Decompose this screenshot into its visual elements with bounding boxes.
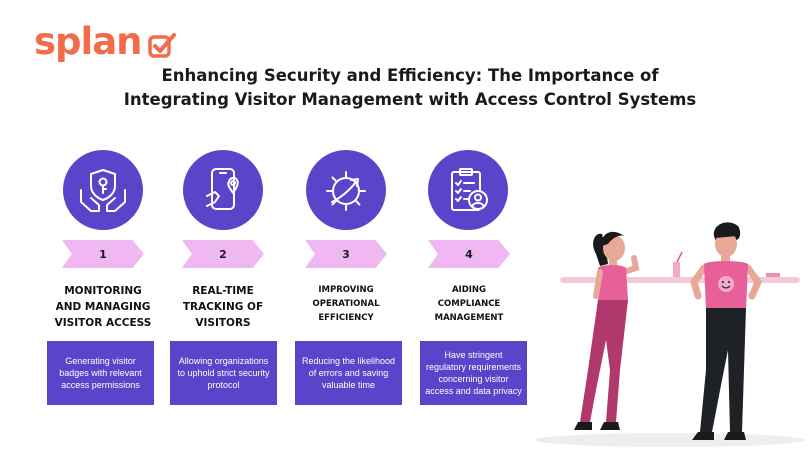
step-2-description-box: Allowing organizations to uphold strict … (170, 341, 277, 405)
step-1-heading-line: VISITOR ACCESS (54, 317, 152, 329)
step-3-number: 3 (342, 247, 350, 261)
step-1-heading-line: MONITORING (64, 285, 142, 297)
checkbox-check-icon (147, 32, 176, 58)
step-3-description: Reducing the likelihood of errors and sa… (301, 356, 396, 390)
step-4-icon-circle (428, 150, 508, 230)
title-line-1: Enhancing Security and Efficiency: The I… (161, 66, 659, 85)
floor-shadow (535, 433, 805, 447)
step-2-icon-circle (183, 150, 263, 230)
step-1-description: Generating visitor badges with relevant … (59, 356, 142, 390)
step-3-number-arrow: 3 (305, 240, 387, 268)
step-3-heading-line: OPERATIONAL (312, 299, 380, 309)
brand-name: splan (34, 20, 142, 63)
step-1-number-arrow: 1 (62, 240, 144, 268)
drink-glass (673, 262, 680, 277)
step-4-description: Have stringent regulatory requirements c… (425, 350, 522, 396)
woman-figure (574, 231, 640, 430)
step-4-heading-line: COMPLIANCE (437, 299, 501, 309)
step-1-description-box: Generating visitor badges with relevant … (47, 341, 154, 405)
step-1-number: 1 (99, 247, 107, 261)
step-3-description-box: Reducing the likelihood of errors and sa… (295, 341, 402, 405)
step-2-heading: REAL-TIME TRACKING OF VISITORS (158, 283, 288, 331)
shield-key-hands-icon (80, 169, 126, 212)
step-2-description: Allowing organizations to uphold strict … (177, 356, 270, 390)
step-4-heading-line: AIDING (451, 285, 487, 295)
step-3-icon-circle (306, 150, 386, 230)
step-2-heading-line: REAL-TIME (192, 285, 254, 297)
step-2-number: 2 (219, 247, 227, 261)
step-4-number-arrow: 4 (428, 240, 510, 268)
page-title: Enhancing Security and Efficiency: The I… (95, 64, 725, 112)
step-3-heading-line: EFFICIENCY (318, 313, 374, 323)
step-2-heading-line: VISITORS (195, 317, 251, 329)
counter-tray (766, 273, 780, 277)
man-figure (690, 222, 762, 440)
gear-growth-icon (326, 171, 366, 211)
step-4-description-box: Have stringent regulatory requirements c… (420, 341, 527, 405)
brand-logo: splan (34, 20, 176, 63)
step-2-number-arrow: 2 (182, 240, 264, 268)
step-4-heading-line: MANAGEMENT (434, 313, 504, 323)
clipboard-user-icon (451, 168, 488, 211)
step-1-heading: MONITORING AND MANAGING VISITOR ACCESS (38, 283, 168, 331)
step-3-heading-line: IMPROVING (318, 285, 374, 295)
title-line-2: Integrating Visitor Management with Acce… (123, 90, 697, 109)
step-4-heading: AIDING COMPLIANCE MANAGEMENT (404, 283, 534, 325)
step-1-heading-line: AND MANAGING (55, 301, 151, 313)
step-1-icon-circle (63, 150, 143, 230)
step-2-heading-line: TRACKING OF (182, 301, 264, 313)
people-at-bar-illustration (535, 222, 805, 447)
step-3-heading: IMPROVING OPERATIONAL EFFICIENCY (281, 283, 411, 325)
phone-location-icon (206, 168, 239, 210)
step-4-number: 4 (465, 247, 473, 261)
